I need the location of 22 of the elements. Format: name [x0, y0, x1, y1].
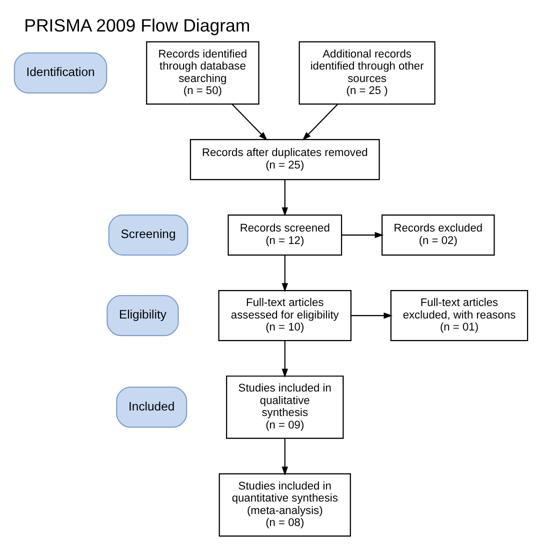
arrow — [282, 180, 288, 216]
arrow — [342, 232, 384, 238]
node-box: Screening — [108, 214, 188, 256]
node-box: Identification — [14, 52, 108, 94]
node-box: Included — [116, 386, 188, 428]
arrow — [282, 438, 288, 476]
arrow — [302, 104, 338, 141]
diagram-title: PRISMA 2009 Flow Diagram — [24, 16, 250, 36]
node-box: Studies included in qualitative synthesis (n = 09) — [226, 376, 344, 439]
arrow — [232, 104, 268, 141]
arrow — [282, 255, 288, 292]
node-box: Records identified through database searching (n = 50) — [146, 41, 260, 105]
arrow — [351, 312, 393, 319]
node-box: Full-text articles excluded, with reasons (n = 01) — [390, 290, 528, 342]
node-box: Full-text articles assessed for eligibility (n = 10) — [218, 290, 352, 342]
node-box: Eligibility — [106, 295, 179, 336]
node-box: Additional records identified through other sources (n = 25 ) — [298, 41, 436, 105]
node-box: Records after duplicates removed (n = 25) — [190, 139, 380, 180]
arrow — [282, 340, 288, 378]
node-box: Records excluded (n = 02) — [382, 214, 495, 256]
node-box: Records screened (n = 12) — [228, 214, 342, 256]
node-box: Studies included in quantitative synthesis (meta-analysis) (n = 08) — [218, 473, 351, 537]
